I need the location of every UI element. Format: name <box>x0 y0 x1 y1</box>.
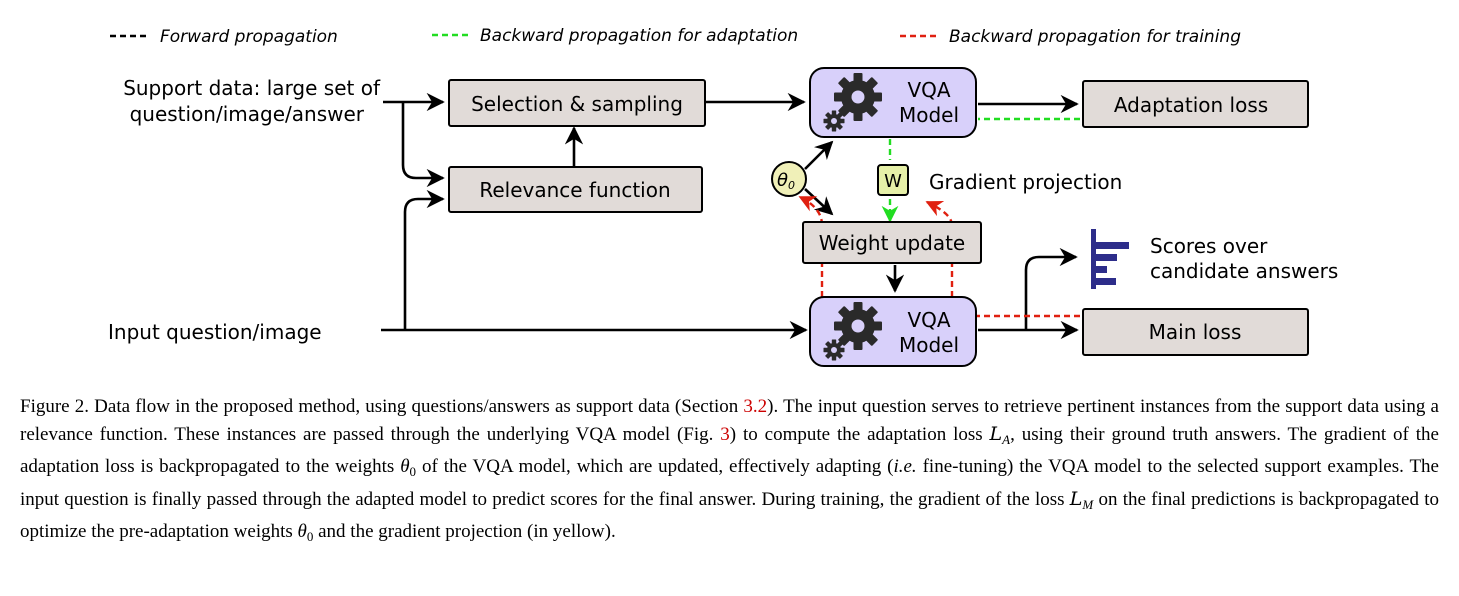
vqa-model-adapt: VQA Model <box>809 67 977 138</box>
scores-bar-icon <box>1091 229 1129 289</box>
support-data-label-line2: question/image/answer <box>130 102 365 126</box>
legend-forward-label: Forward propagation <box>160 27 338 47</box>
adaptation-loss-box: Adaptation loss <box>1082 80 1309 128</box>
scores-label-line1: Scores over <box>1150 234 1268 258</box>
selection-sampling-label: Selection & sampling <box>471 92 683 116</box>
weight-update-label: Weight update <box>819 231 966 255</box>
selection-sampling-box: Selection & sampling <box>448 79 706 127</box>
w-label: W <box>884 171 902 192</box>
vqa-model-main: VQA Model <box>809 296 977 367</box>
section-reference-link[interactable]: 3.2 <box>743 396 768 417</box>
gradient-projection-label: Gradient projection <box>929 170 1122 194</box>
relevance-function-box: Relevance function <box>448 166 703 213</box>
main-loss-symbol: L <box>1069 487 1083 510</box>
data-flow-diagram: Forward propagation Backward propagation… <box>108 26 1338 367</box>
legend-backward-train-label: Backward propagation for training <box>949 27 1241 47</box>
figure-caption: Figure 2. Data flow in the proposed meth… <box>20 396 1439 545</box>
adaptation-loss-label: Adaptation loss <box>1114 93 1268 117</box>
figure-reference-link[interactable]: 3 <box>720 423 730 445</box>
theta-weights-node: θ0 <box>771 161 807 197</box>
theta-symbol: θ <box>777 170 788 191</box>
support-data-label-line1: Support data: large set of <box>123 76 381 100</box>
gear-icon-small <box>823 339 845 361</box>
main-loss-box: Main loss <box>1082 308 1309 356</box>
svg-text:θ0: θ0 <box>777 170 795 192</box>
legend: Forward propagation Backward propagation… <box>110 26 1241 47</box>
weight-update-box: Weight update <box>802 221 982 264</box>
vqa-label-line2: Model <box>899 103 959 127</box>
legend-backward-adapt-label: Backward propagation for adaptation <box>480 26 798 46</box>
main-loss-label: Main loss <box>1149 320 1242 344</box>
scores-label-line2: candidate answers <box>1150 259 1338 283</box>
gradient-projection-w-box: W <box>877 164 909 196</box>
gear-icon-small <box>823 110 845 132</box>
input-question-label: Input question/image <box>108 320 322 344</box>
relevance-function-label: Relevance function <box>479 178 670 202</box>
theta-symbol: θ <box>297 521 307 543</box>
vqa-label-line1: VQA <box>907 308 950 332</box>
forward-connectors <box>381 92 1079 340</box>
vqa-label-line2: Model <box>899 333 959 357</box>
theta-symbol: θ <box>400 456 410 478</box>
adaptation-loss-symbol: L <box>989 422 1003 445</box>
theta-subscript: 0 <box>788 179 795 192</box>
vqa-label-line1: VQA <box>907 78 950 102</box>
